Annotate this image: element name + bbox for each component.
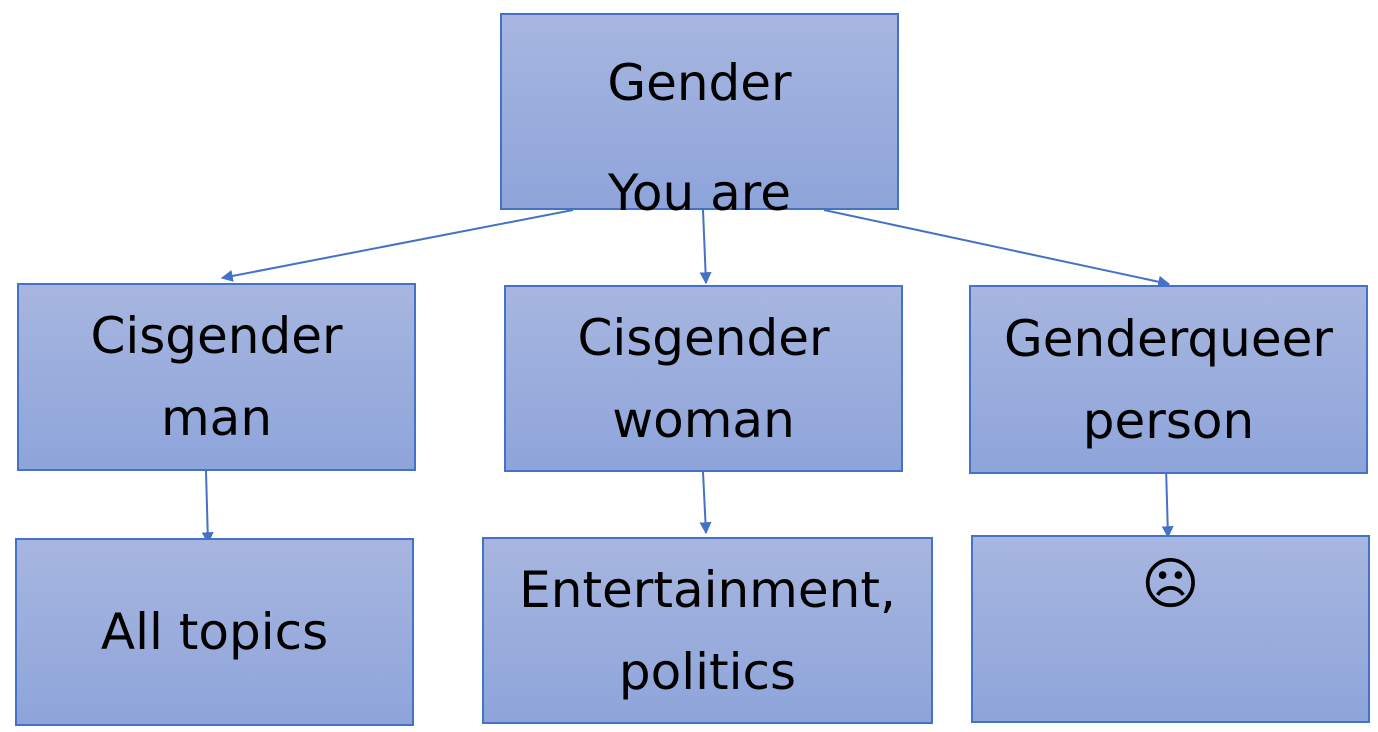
arrow-genderqueer-to-topics: [1161, 466, 1174, 539]
result-label-line1: Entertainment,: [519, 560, 896, 619]
result-node-man: All topics: [15, 538, 414, 726]
result-node-genderqueer: ☹: [971, 535, 1370, 723]
node-label-line2: woman: [612, 390, 795, 449]
root-node-gender: Gender You are: [500, 13, 899, 222]
result-label-line2: politics: [618, 642, 797, 701]
node-label-line1: Genderqueer: [1004, 309, 1333, 368]
arrow-woman-to-topics: [699, 471, 712, 535]
node-genderqueer-person: Genderqueer person: [969, 285, 1368, 474]
node-label-line1: Cisgender: [577, 308, 830, 367]
arrow-root-to-genderqueer: [823, 209, 1171, 288]
node-cisgender-woman: Cisgender woman: [504, 285, 903, 472]
arrow-man-to-topics: [201, 470, 214, 545]
arrow-root-to-man: [220, 209, 574, 282]
root-node-subtitle: You are: [608, 164, 791, 222]
root-node-title: Gender: [607, 54, 792, 112]
node-label-line2: man: [160, 389, 273, 447]
frowning-face-icon: ☹: [1141, 552, 1200, 617]
node-cisgender-man: Cisgender man: [17, 283, 416, 471]
node-label-line2: person: [1082, 391, 1255, 450]
node-label-line1: Cisgender: [90, 307, 343, 365]
result-label-line1: All topics: [100, 603, 329, 661]
result-node-woman: Entertainment, politics: [482, 537, 933, 724]
